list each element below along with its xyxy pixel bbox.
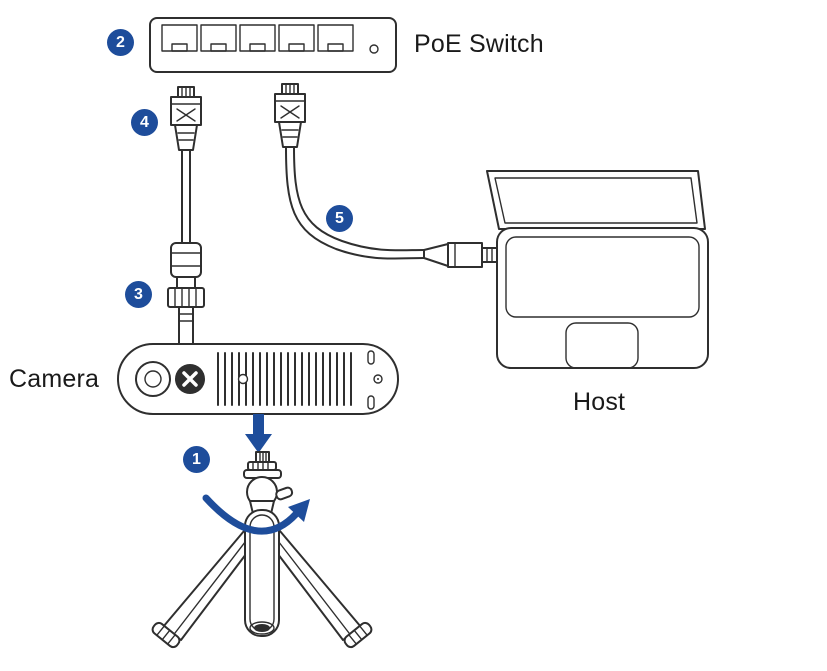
switch-chassis bbox=[149, 17, 397, 73]
camera-lens bbox=[135, 361, 171, 397]
laptop-illustration bbox=[486, 170, 709, 369]
ethernet-port bbox=[200, 24, 237, 52]
tip-rings bbox=[178, 313, 194, 322]
trackpad bbox=[565, 322, 639, 369]
connector-tip bbox=[178, 306, 194, 346]
rotate-arrow-head bbox=[288, 499, 310, 522]
screw-hole bbox=[237, 373, 249, 385]
laptop-base bbox=[496, 227, 709, 369]
port-notch bbox=[327, 43, 344, 52]
thread-lines bbox=[174, 287, 197, 308]
barrel-connector-icon bbox=[167, 242, 205, 346]
tripod-legs bbox=[151, 517, 373, 649]
ethernet-port bbox=[161, 24, 198, 52]
foot-grip-lines bbox=[348, 625, 368, 645]
camera-label: Camera bbox=[9, 365, 100, 393]
camera-lens-inner bbox=[144, 370, 162, 388]
rotate-arrow-curve bbox=[202, 494, 300, 535]
poe-switch-illustration bbox=[149, 17, 397, 73]
ethernet-port bbox=[239, 24, 276, 52]
column-foot-pad bbox=[254, 624, 270, 632]
connector-neck bbox=[176, 276, 196, 289]
plug-boot bbox=[174, 124, 198, 151]
plug-boot bbox=[423, 243, 449, 267]
step-badge-2: 2 bbox=[107, 29, 134, 56]
knurled-ring bbox=[247, 461, 277, 471]
host-label: Host bbox=[573, 388, 626, 416]
mount-slot bbox=[367, 350, 375, 365]
arrow-shaft bbox=[253, 414, 264, 436]
port-notch bbox=[171, 43, 188, 52]
plug-body bbox=[447, 242, 483, 268]
step-badge-4: 4 bbox=[131, 109, 158, 136]
keyboard-area bbox=[505, 236, 700, 318]
plug-body bbox=[170, 96, 202, 126]
tripod-illustration bbox=[151, 451, 373, 649]
host-cable-illustration bbox=[274, 83, 498, 268]
plug-boot bbox=[278, 121, 302, 148]
ethernet-port bbox=[317, 24, 354, 52]
barrel-rings bbox=[170, 252, 202, 267]
step-badge-5: 5 bbox=[326, 205, 353, 232]
cable-line bbox=[285, 146, 425, 260]
down-arrow-icon bbox=[245, 414, 272, 453]
camera-illustration bbox=[117, 343, 399, 415]
plug-contacts bbox=[285, 83, 295, 95]
plug-latch-detail bbox=[170, 103, 202, 122]
column-body bbox=[244, 509, 280, 637]
plug-contacts bbox=[181, 86, 191, 98]
connector-barrel bbox=[170, 242, 202, 278]
mount-slot bbox=[367, 395, 375, 410]
plug-body bbox=[274, 93, 306, 123]
port-notch bbox=[249, 43, 266, 52]
arrow-head bbox=[245, 434, 272, 453]
rotate-arrow-icon bbox=[202, 494, 310, 535]
rj45-plug-icon bbox=[423, 242, 498, 268]
rj45-plug-icon bbox=[274, 83, 306, 148]
step-badge-3: 3 bbox=[125, 281, 152, 308]
center-column bbox=[244, 509, 280, 637]
ball-head bbox=[243, 451, 294, 519]
plug-contacts bbox=[486, 247, 493, 263]
connector-keying-mark bbox=[182, 371, 198, 387]
led-indicator bbox=[369, 44, 379, 54]
foot-grip-lines bbox=[156, 625, 176, 645]
laptop-screen-inner bbox=[494, 177, 698, 224]
knurl-lines bbox=[252, 461, 269, 471]
screw-center bbox=[377, 378, 379, 380]
poe-switch-label: PoE Switch bbox=[414, 30, 544, 58]
step-badge-1: 1 bbox=[183, 446, 210, 473]
cable-line bbox=[293, 146, 425, 252]
port-notch bbox=[210, 43, 227, 52]
camera-cable-illustration bbox=[167, 86, 205, 346]
lock-knob bbox=[275, 486, 294, 501]
screw-threads bbox=[259, 451, 267, 463]
boot-rings bbox=[177, 132, 195, 141]
threaded-nut bbox=[167, 287, 205, 308]
column-foot-ring bbox=[249, 621, 275, 635]
tripod-foot bbox=[151, 621, 181, 649]
plug-latch-detail bbox=[274, 100, 306, 119]
plug-contact-tab bbox=[481, 247, 498, 263]
boot-rings bbox=[281, 129, 299, 138]
cable-line bbox=[181, 149, 191, 244]
tripod-foot bbox=[343, 621, 373, 649]
rj45-plug-icon bbox=[170, 86, 202, 151]
port-notch bbox=[288, 43, 305, 52]
ethernet-port bbox=[278, 24, 315, 52]
laptop-screen bbox=[486, 170, 706, 230]
